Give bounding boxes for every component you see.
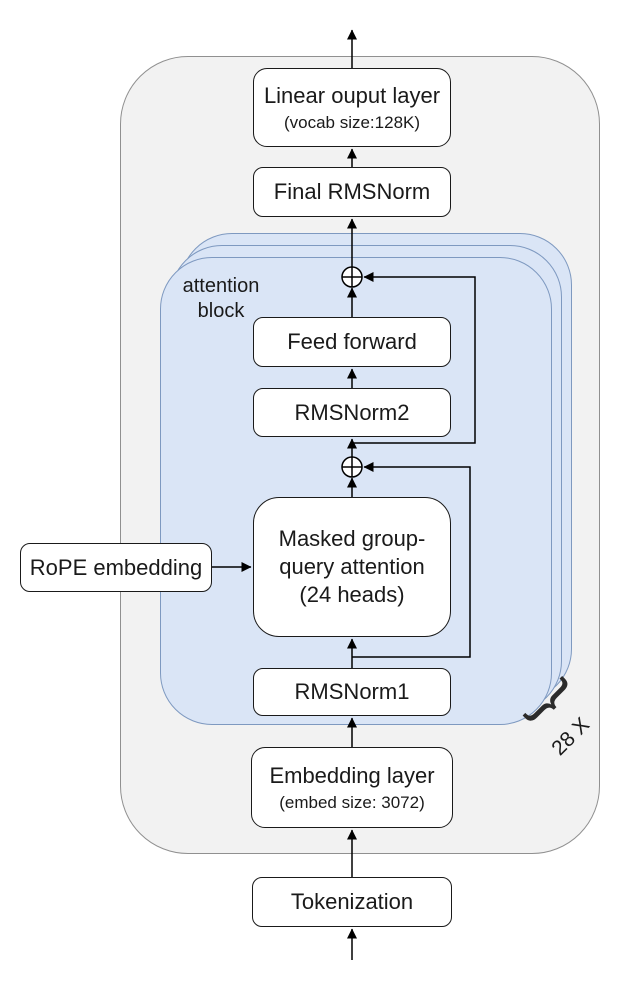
node-feed-forward: Feed forward xyxy=(253,317,451,367)
attention-block-label: attention block xyxy=(160,274,282,324)
node-rmsnorm2: RMSNorm2 xyxy=(253,388,451,437)
node-label: Feed forward xyxy=(287,329,417,354)
node-label: RMSNorm2 xyxy=(294,399,410,425)
node-tokenization: Tokenization xyxy=(252,877,452,927)
node-label-line3: (24 heads) xyxy=(299,582,405,607)
node-label: Tokenization xyxy=(290,889,414,914)
node-masked-group-query-attention: Masked group- query attention (24 heads) xyxy=(253,497,451,637)
attention-block-label-line2: block xyxy=(197,300,245,322)
node-linear-output-layer: Linear ouput layer (vocab size:128K) xyxy=(253,68,451,147)
node-label: Final RMSNorm xyxy=(273,179,431,204)
node-rope-embedding: RoPE embedding xyxy=(20,543,212,592)
add-icon xyxy=(341,456,363,478)
node-label: RMSNorm1 xyxy=(294,679,410,704)
node-rmsnorm1: RMSNorm1 xyxy=(253,668,451,716)
residual-connection-upper xyxy=(352,272,476,444)
node-label-line1: Masked group- xyxy=(278,526,426,551)
node-final-rmsnorm: Final RMSNorm xyxy=(253,167,451,217)
node-sublabel: (vocab size:128K) xyxy=(283,112,421,132)
residual-connection-lower xyxy=(352,462,471,658)
node-sublabel: (embed size: 3072) xyxy=(279,792,425,812)
node-label-line2: query attention xyxy=(279,554,425,579)
add-icon xyxy=(341,266,363,288)
node-label: RoPE embedding xyxy=(29,554,203,580)
attention-block-label-line1: attention xyxy=(182,275,260,297)
node-embedding-layer: Embedding layer (embed size: 3072) xyxy=(251,747,453,828)
node-label: Linear ouput layer xyxy=(263,82,441,108)
node-label: Embedding layer xyxy=(269,762,435,788)
